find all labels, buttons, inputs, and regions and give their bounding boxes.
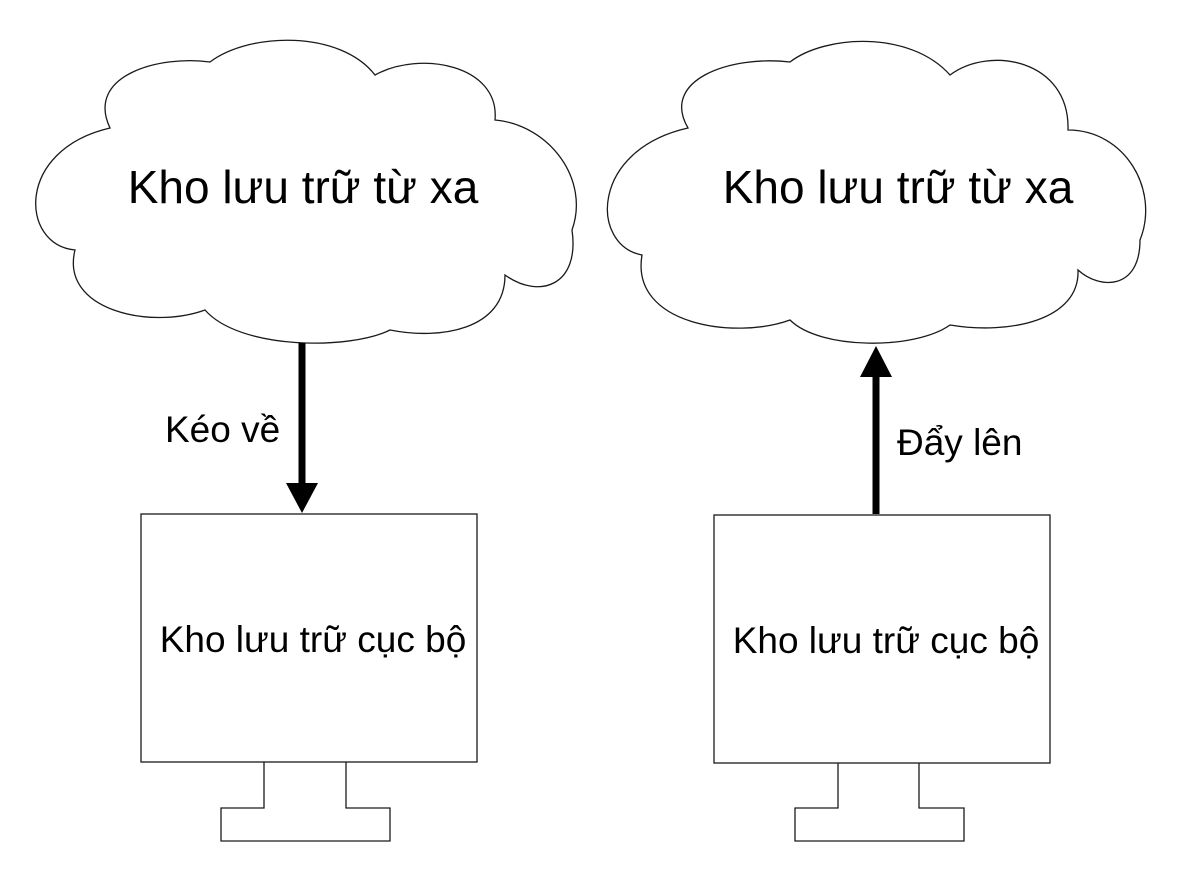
left-panel-pull: Kho lưu trữ từ xa Kéo về Kho lưu trữ cục… <box>35 39 577 842</box>
right-panel-push: Kho lưu trữ từ xa Đẩy lên Kho lưu trữ cụ… <box>606 40 1147 842</box>
left-remote-cloud <box>35 39 577 344</box>
left-remote-label: Kho lưu trữ từ xa <box>128 161 479 213</box>
left-local-label: Kho lưu trữ cục bộ <box>160 619 467 660</box>
left-local-box <box>140 513 478 763</box>
right-local-label: Kho lưu trữ cục bộ <box>733 620 1040 661</box>
right-local-box <box>713 514 1051 764</box>
left-computer-stand <box>220 762 391 842</box>
push-arrow-head <box>860 346 892 377</box>
right-computer-stand <box>794 763 965 842</box>
right-remote-cloud <box>606 40 1147 344</box>
right-remote-label: Kho lưu trữ từ xa <box>723 161 1074 213</box>
pull-arrow-label: Kéo về <box>165 409 280 450</box>
pull-arrow-head <box>286 483 318 513</box>
push-arrow-label: Đẩy lên <box>897 422 1022 463</box>
